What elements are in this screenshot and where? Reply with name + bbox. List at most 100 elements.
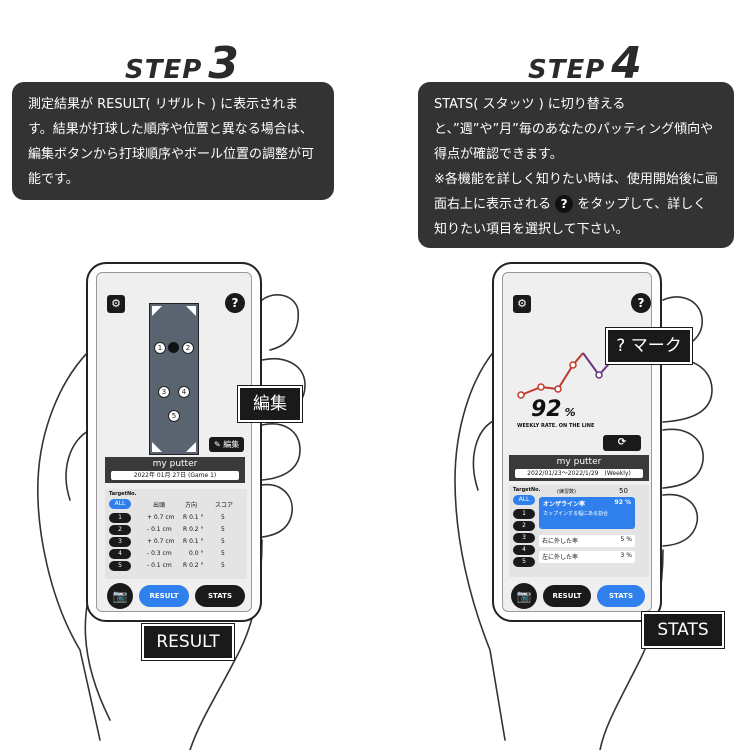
table-row[interactable]: 5 - 0.1 cm R 0.2 ° 5: [105, 561, 247, 571]
direction-cell: R 0.2 °: [183, 526, 204, 533]
camera-button[interactable]: 📷: [107, 583, 133, 609]
score-cell: 5: [221, 514, 225, 521]
help-icon[interactable]: ?: [225, 293, 245, 313]
date-range: 2022/01/23〜2022/1/29 (Weekly): [515, 469, 643, 478]
trend-point: [569, 361, 577, 369]
step3-number: 3: [208, 38, 239, 89]
distance-cell: - 0.1 cm: [147, 562, 172, 569]
step4-note: STATS( スタッツ ) に切り替えると、”週”や”月”毎のあなたのパッティン…: [418, 82, 734, 248]
ball-marker[interactable]: 3: [158, 386, 170, 398]
help-icon[interactable]: ?: [631, 293, 651, 313]
table-row[interactable]: 2 - 0.1 cm R 0.2 ° 5: [105, 525, 247, 535]
left-miss-card[interactable]: 左に外した率 3 %: [539, 551, 635, 563]
step4-note-p2: ※各機能を詳しく知りたい時は、使用開始後に画面右上に表示される ? をタップして…: [434, 167, 718, 242]
step3-note: 測定結果が RESULT( リザルト ) に表示されます。結果が打球した順序や位…: [12, 82, 334, 200]
trend-point: [595, 371, 603, 379]
ball-marker[interactable]: 1: [154, 342, 166, 354]
target-pill[interactable]: 3: [513, 533, 535, 543]
refresh-button[interactable]: ⟳: [603, 435, 641, 451]
target-label: TargetNo.: [513, 487, 541, 493]
step4-note-p2a: ※各機能を詳しく知りたい時は、使用開始後に画面右上に表示される: [434, 172, 718, 212]
direction-cell: R 0.1 °: [183, 514, 204, 521]
putter-name: my putter: [556, 457, 602, 467]
result-callout: RESULT: [141, 623, 235, 661]
right-miss-card[interactable]: 右に外した率 5 %: [539, 535, 635, 547]
table-row[interactable]: 1 + 0.7 cm R 0.1 ° 5: [105, 513, 247, 523]
camera-button[interactable]: 📷: [511, 583, 537, 609]
direction-cell: R 0.1 °: [183, 538, 204, 545]
filter-all-pill[interactable]: ALL: [109, 499, 131, 509]
ball-marker[interactable]: 5: [168, 410, 180, 422]
trend-point: [554, 385, 562, 393]
stats-button[interactable]: STATS: [597, 585, 645, 607]
corner-marker: [152, 442, 162, 452]
corner-marker: [152, 306, 162, 316]
distance-cell: - 0.1 cm: [147, 526, 172, 533]
phone-step4: ⚙ ? 92% WEEKLY RATE. ON THE LINE ⟳ my pu…: [492, 262, 662, 622]
table-row[interactable]: 4 - 0.3 cm 0.0 ° 5: [105, 549, 247, 559]
row-number[interactable]: 3: [109, 537, 131, 547]
table-row[interactable]: 3 + 0.7 cm R 0.1 ° 5: [105, 537, 247, 547]
right-miss-value: 5: [620, 536, 625, 543]
target-pill[interactable]: 5: [513, 557, 535, 567]
score-cell: 5: [221, 538, 225, 545]
putting-mat-graphic: 1 2 3 4 5: [149, 303, 199, 455]
edit-button[interactable]: ✎ 編集: [209, 437, 245, 452]
cup-icon: [168, 342, 179, 353]
putter-header: my putter 2022/01/23〜2022/1/29 (Weekly): [509, 455, 649, 481]
step4-number: 4: [611, 38, 642, 89]
distance-cell: + 0.7 cm: [147, 538, 175, 545]
weekly-trend-chart: [517, 348, 632, 399]
step4-note-p1: STATS( スタッツ ) に切り替えると、”週”や”月”毎のあなたのパッティン…: [434, 97, 714, 162]
target-pill[interactable]: 4: [513, 545, 535, 555]
result-button[interactable]: RESULT: [139, 585, 189, 607]
weekly-percent-unit: %: [564, 406, 576, 419]
on-line-rate-card[interactable]: オンザライン率 92 % カップインする幅にある割合: [539, 497, 635, 529]
left-miss-label: 左に外した率: [542, 554, 579, 561]
target-pill[interactable]: 2: [513, 521, 535, 531]
trend-point: [517, 391, 525, 399]
right-miss-unit: %: [626, 536, 632, 543]
phone-step3: ⚙ ? 1 2 3 4 5 ✎ 編集 my putter 2022年 01月 2…: [86, 262, 262, 622]
right-miss-value-group: 5 %: [621, 536, 632, 546]
row-number[interactable]: 5: [109, 561, 131, 571]
on-line-rate-value: 92: [614, 499, 623, 506]
target-pill[interactable]: 1: [513, 509, 535, 519]
stats-callout: STATS: [641, 611, 725, 649]
left-miss-unit: %: [626, 552, 632, 559]
ball-marker[interactable]: 4: [178, 386, 190, 398]
on-line-rate-sub: カップインする幅にある割合: [543, 511, 609, 517]
col-header: スコア: [215, 502, 234, 509]
gear-icon[interactable]: ⚙: [513, 295, 531, 313]
on-line-rate-value-group: 92 %: [615, 499, 631, 508]
recorded-label: (練習数): [557, 489, 576, 495]
question-mark-callout: ? マーク: [605, 327, 693, 365]
gear-icon[interactable]: ⚙: [107, 295, 125, 313]
weekly-percent: 92%: [531, 397, 576, 422]
step3-note-text: 測定結果が RESULT( リザルト ) に表示されます。結果が打球した順序や位…: [28, 97, 315, 187]
weekly-percent-value: 92: [531, 397, 562, 422]
result-button[interactable]: RESULT: [543, 585, 591, 607]
row-number[interactable]: 1: [109, 513, 131, 523]
ball-marker[interactable]: 2: [182, 342, 194, 354]
filter-all-pill[interactable]: ALL: [513, 495, 535, 505]
on-line-rate-row: オンザライン率 92 %: [543, 499, 631, 508]
distance-cell: - 0.3 cm: [147, 550, 172, 557]
direction-cell: 0.0 °: [189, 550, 204, 557]
score-cell: 5: [221, 550, 225, 557]
session-date: 2022年 01月 27日 (Game 1): [111, 471, 239, 480]
recorded-value: 50: [619, 487, 628, 495]
edit-callout: 編集: [237, 385, 303, 423]
putter-header: my putter 2022年 01月 27日 (Game 1): [105, 457, 245, 483]
stats-button[interactable]: STATS: [195, 585, 245, 607]
left-miss-value: 3: [620, 552, 625, 559]
step4-note-p2b: をタップして、詳しく知りたい項目を選択して下さい。: [434, 197, 707, 237]
row-number[interactable]: 2: [109, 525, 131, 535]
col-header: 方向: [185, 502, 198, 509]
row-number[interactable]: 4: [109, 549, 131, 559]
score-cell: 5: [221, 526, 225, 533]
result-table: TargetNo. ALL 出頭 方向 スコア 1 + 0.7 cm R 0.1…: [105, 489, 247, 579]
trend-point: [537, 383, 545, 391]
stats-table: TargetNo. (練習数) 50 ALL 1 2 3 4 5 オンザライン率…: [509, 485, 649, 577]
